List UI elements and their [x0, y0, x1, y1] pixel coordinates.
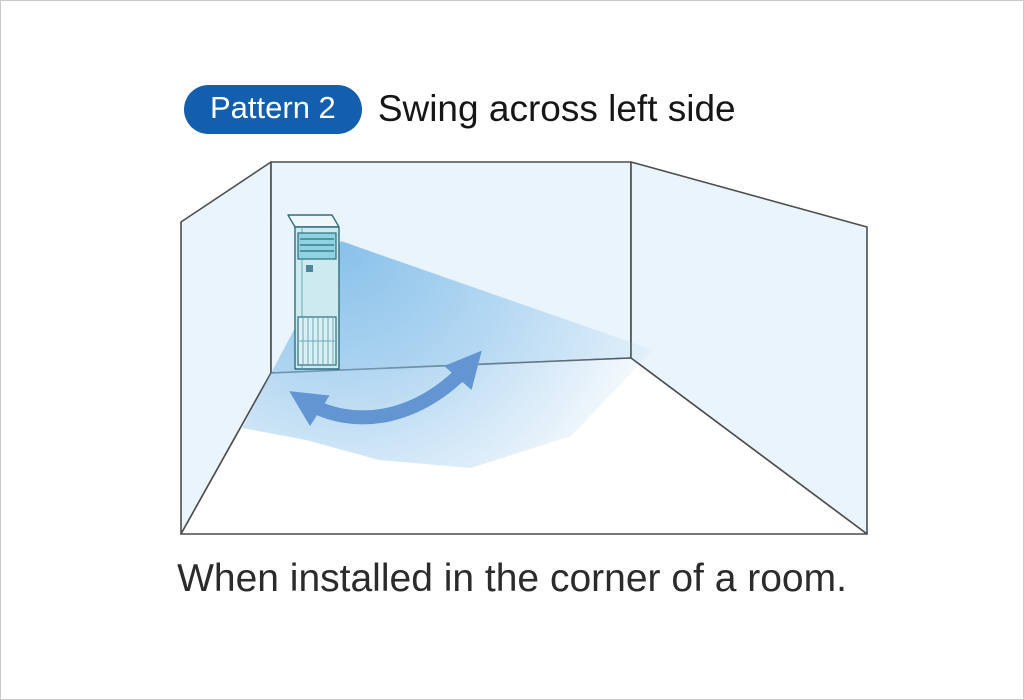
- pattern-badge: Pattern 2: [184, 85, 362, 134]
- figure-caption: When installed in the corner of a room.: [177, 557, 847, 600]
- swing-arrow-icon: [289, 350, 482, 427]
- figure-title: Swing across left side: [377, 88, 736, 130]
- figure-header: Pattern 2 Swing across left side: [184, 85, 736, 134]
- air-conditioner-icon: [287, 214, 340, 370]
